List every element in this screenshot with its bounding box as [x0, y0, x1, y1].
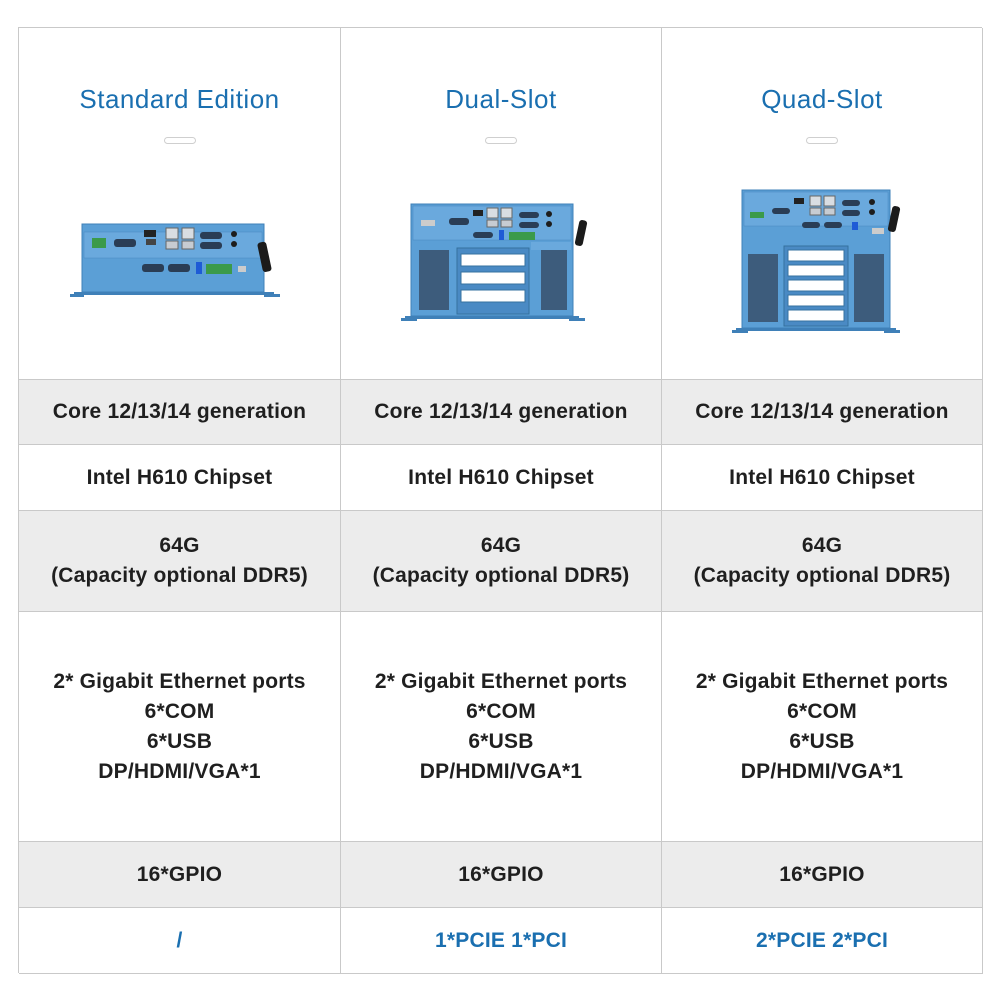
- io-cell-quad-slot: 2* Gigabit Ethernet ports 6*COM 6*USB DP…: [662, 612, 983, 842]
- io-ethernet: 2* Gigabit Ethernet ports: [53, 669, 306, 693]
- expansion-text: /: [176, 928, 183, 952]
- product-image-dual-slot: [341, 144, 661, 379]
- memory-capacity: 64G: [801, 534, 843, 557]
- gpio-cell-standard: 16*GPIO: [19, 842, 341, 908]
- chipset-text: Intel H610 Chipset: [86, 465, 273, 489]
- io-display: DP/HDMI/VGA*1: [98, 759, 261, 783]
- expansion-cell-standard: /: [19, 908, 341, 974]
- io-display: DP/HDMI/VGA*1: [740, 759, 904, 783]
- io-com: 6*COM: [144, 699, 215, 723]
- divider-pill: [163, 137, 196, 144]
- io-com: 6*COM: [466, 699, 536, 723]
- column-header-quad-slot: Quad-Slot: [662, 28, 983, 380]
- memory-cell-dual-slot: 64G (Capacity optional DDR5): [341, 511, 662, 612]
- gpio-cell-quad-slot: 16*GPIO: [662, 842, 983, 908]
- column-header-dual-slot: Dual-Slot: [341, 28, 662, 380]
- io-cell-dual-slot: 2* Gigabit Ethernet ports 6*COM 6*USB DP…: [341, 612, 662, 842]
- column-title: Standard Edition: [79, 84, 280, 114]
- chipset-cell-quad-slot: Intel H610 Chipset: [662, 445, 983, 511]
- cpu-cell-standard: Core 12/13/14 generation: [19, 380, 341, 445]
- gpio-text: 16*GPIO: [779, 862, 865, 886]
- column-title: Dual-Slot: [445, 84, 557, 114]
- io-ethernet: 2* Gigabit Ethernet ports: [374, 669, 628, 693]
- industrial-pc-dual-slot-icon: [401, 203, 588, 321]
- chipset-cell-dual-slot: Intel H610 Chipset: [341, 445, 662, 511]
- expansion-text: 2*PCIE 2*PCI: [756, 928, 888, 952]
- memory-note: (Capacity optional DDR5): [51, 564, 308, 587]
- io-com: 6*COM: [787, 699, 857, 723]
- memory-note: (Capacity optional DDR5): [372, 564, 630, 587]
- memory-capacity: 64G: [480, 534, 522, 557]
- io-usb: 6*USB: [789, 729, 855, 753]
- io-usb: 6*USB: [468, 729, 534, 753]
- divider-pill: [806, 137, 838, 144]
- gpio-text: 16*GPIO: [136, 862, 223, 886]
- chipset-cell-standard: Intel H610 Chipset: [19, 445, 341, 511]
- cpu-text: Core 12/13/14 generation: [695, 400, 949, 423]
- comparison-table: Standard Edition: [18, 27, 983, 974]
- cpu-text: Core 12/13/14 generation: [52, 400, 307, 423]
- column-title: Quad-Slot: [761, 84, 883, 114]
- product-image-standard: [19, 144, 340, 379]
- io-usb: 6*USB: [146, 729, 213, 753]
- chipset-text: Intel H610 Chipset: [729, 465, 915, 489]
- gpio-cell-dual-slot: 16*GPIO: [341, 842, 662, 908]
- memory-cell-quad-slot: 64G (Capacity optional DDR5): [662, 511, 983, 612]
- product-image-quad-slot: [662, 144, 982, 379]
- io-ethernet: 2* Gigabit Ethernet ports: [695, 669, 949, 693]
- gpio-text: 16*GPIO: [458, 862, 544, 886]
- column-header-standard: Standard Edition: [19, 28, 341, 380]
- expansion-cell-dual-slot: 1*PCIE 1*PCI: [341, 908, 662, 974]
- industrial-pc-quad-slot-icon: [732, 189, 901, 333]
- io-display: DP/HDMI/VGA*1: [419, 759, 583, 783]
- memory-note: (Capacity optional DDR5): [693, 564, 951, 587]
- chipset-text: Intel H610 Chipset: [408, 465, 594, 489]
- vent-left: [419, 249, 567, 310]
- cpu-cell-dual-slot: Core 12/13/14 generation: [341, 380, 662, 445]
- cpu-cell-quad-slot: Core 12/13/14 generation: [662, 380, 983, 445]
- divider-pill: [485, 137, 517, 144]
- expansion-cell-quad-slot: 2*PCIE 2*PCI: [662, 908, 983, 974]
- industrial-pc-standard-icon: [69, 223, 280, 297]
- io-cell-standard: 2* Gigabit Ethernet ports 6*COM 6*USB DP…: [19, 612, 341, 842]
- cpu-text: Core 12/13/14 generation: [374, 400, 628, 423]
- expansion-text: 1*PCIE 1*PCI: [435, 928, 567, 952]
- memory-cell-standard: 64G (Capacity optional DDR5): [19, 511, 341, 612]
- memory-capacity: 64G: [159, 534, 200, 557]
